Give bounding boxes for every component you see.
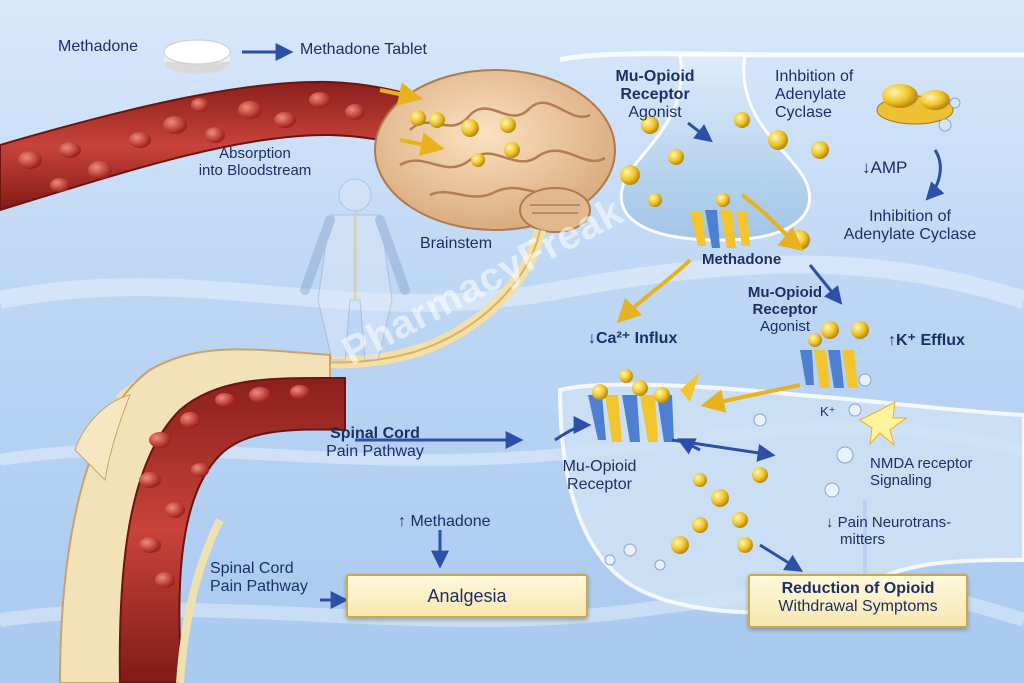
label-mu-receptor: Mu-Opioid Receptor	[562, 458, 637, 493]
down-arrow-icon: ↓	[826, 514, 834, 531]
down-arrow-icon: ↓	[588, 330, 596, 347]
absorption-arrow	[399, 132, 445, 157]
yellow-arrows	[616, 193, 804, 413]
pathway-arrows	[320, 121, 945, 609]
withdrawal-box: Reduction of Opioid Withdrawal Symptoms	[748, 574, 968, 628]
label-nmda: NMDA receptor Signaling	[870, 455, 973, 489]
ion-bubbles	[604, 373, 872, 571]
label-methadone-synapse: Methadone	[702, 251, 782, 268]
label-spinal-cord-low: Spinal Cord Pain Pathway	[210, 560, 308, 595]
label-mu-agonist-mid: Mu-Opioid Receptor Agonist	[747, 284, 823, 335]
label-spinal-cord-mid: Spinal Cord Pain Pathway	[326, 425, 424, 460]
opioid-receptor-icon	[588, 372, 700, 442]
blood-vessel-top	[0, 80, 442, 212]
label-methadone: Methadone	[58, 38, 139, 55]
vessel-to-brain-arrow	[379, 82, 423, 106]
up-arrow-icon: ↑	[888, 332, 896, 349]
signal-burst-icon	[859, 401, 908, 447]
label-up-methadone: ↑ Methadone	[398, 513, 491, 530]
k-channel-icon	[800, 350, 858, 388]
spinal-cord-icon	[58, 348, 346, 683]
label-inhibition-right: Inhibition of Adenylate Cyclase	[843, 208, 977, 243]
analgesia-box: Analgesia	[346, 574, 588, 618]
label-brainstem: Brainstem	[420, 235, 493, 252]
label-methadone-tablet: Methadone Tablet	[300, 41, 427, 58]
label-inhibition-top: Inhbition of Adenylate Cyclase	[775, 68, 854, 121]
down-arrow-icon: ↓	[862, 158, 871, 177]
label-k-efflux: ↑K⁺ Efflux	[888, 332, 965, 349]
brain-icon	[374, 69, 616, 233]
human-figure-icon	[300, 178, 410, 361]
synapse-receptor-icon	[690, 210, 750, 248]
up-arrow-icon: ↑	[398, 513, 406, 530]
label-mu-agonist-top: Mu-Opioid Receptor Agonist	[615, 68, 695, 121]
adenylate-cyclase-icon	[876, 84, 961, 132]
label-k-ion: K⁺	[820, 404, 836, 419]
label-pain-neuro: ↓ Pain Neurotrans- mitters	[826, 514, 952, 548]
label-ca-influx: ↓Ca²⁺ Influx	[588, 330, 678, 347]
label-camp: ↓AMP	[862, 158, 908, 177]
methadone-tablet-icon	[163, 39, 231, 74]
